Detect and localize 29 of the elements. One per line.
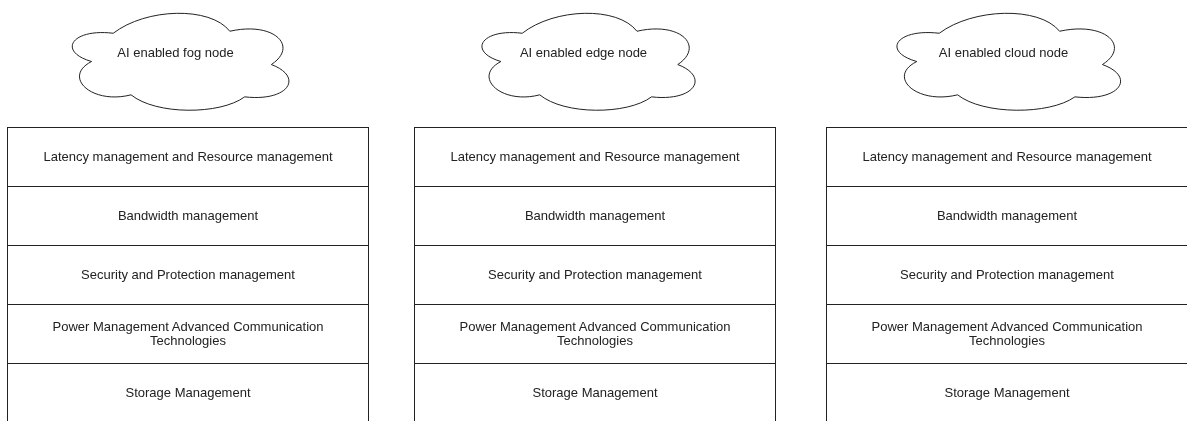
- layer-label: Security and Protection management: [488, 268, 702, 282]
- layer-label: Security and Protection management: [81, 268, 295, 282]
- layer-box: [414, 363, 776, 421]
- cloud-label: AI enabled cloud node: [938, 44, 1069, 60]
- layer-box: [7, 245, 369, 305]
- layer-label: Latency management and Resource management: [862, 150, 1152, 164]
- layer-label: Power Management Advanced Communication Technologies: [458, 320, 732, 348]
- layer-label: Power Management Advanced Communication Technologies: [870, 320, 1144, 348]
- layer-box: [414, 304, 776, 364]
- layer-label: Latency management and Resource management: [450, 150, 740, 164]
- layer-box: [7, 186, 369, 246]
- layer-label: Latency management and Resource management: [43, 150, 333, 164]
- layer-label: Storage Management: [532, 386, 658, 400]
- layer-label: Bandwidth management: [117, 209, 259, 223]
- cloud-label: AI enabled edge node: [519, 44, 648, 60]
- layer-box: [7, 127, 369, 187]
- layer-label: Storage Management: [125, 386, 251, 400]
- layer-box: [414, 186, 776, 246]
- layer-label: Security and Protection management: [900, 268, 1114, 282]
- layer-label: Power Management Advanced Communication Technologies: [51, 320, 325, 348]
- layer-label: Storage Management: [944, 386, 1070, 400]
- layer-box: [414, 127, 776, 187]
- layer-box: [7, 304, 369, 364]
- cloud-label: AI enabled fog node: [117, 44, 234, 60]
- layer-box: [826, 127, 1187, 187]
- layer-box: [414, 245, 776, 305]
- layer-label: Bandwidth management: [524, 209, 666, 223]
- layer-box: [7, 363, 369, 421]
- layer-label: Bandwidth management: [936, 209, 1078, 223]
